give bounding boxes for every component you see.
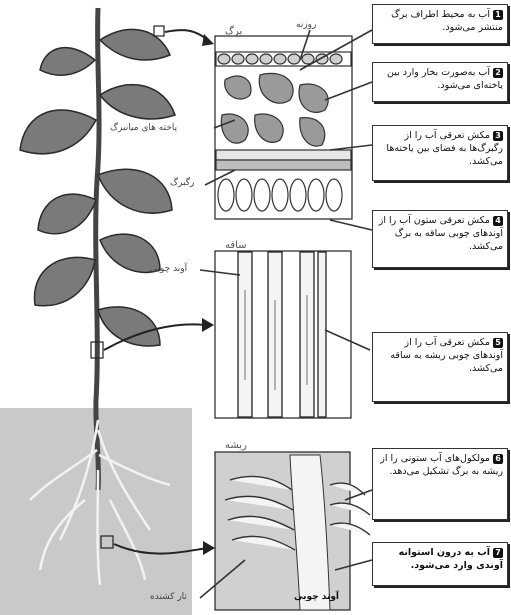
- step-1-text: آب به محیط اطراف برگ منتشر می‌شود.: [391, 9, 503, 33]
- leaf-panel-title: برگ: [225, 26, 242, 37]
- step-2-number: 2: [493, 68, 503, 78]
- step-6-text: مولکول‌های آب ستونی را از ریشه به برگ تش…: [380, 453, 503, 477]
- step-1-callout: 1آب به محیط اطراف برگ منتشر می‌شود.: [372, 4, 508, 44]
- plant-stem: [96, 8, 99, 490]
- root-panel: [215, 452, 350, 610]
- label-root-hair: تار کشنده: [150, 592, 187, 602]
- step-7-number: 7: [493, 548, 503, 558]
- step-2-text: آب به‌صورت بخار وارد بین یاخته‌ای می‌شود…: [387, 67, 503, 91]
- step-4-callout: 4مکش تعرقی ستون آب را از آوندهای چوبی سا…: [372, 210, 508, 268]
- label-mesophyll: یاخته های میانبرگ: [110, 123, 177, 133]
- step-5-number: 5: [493, 338, 503, 348]
- label-vein: رگبرگ: [170, 178, 194, 188]
- label-root-xylem: آوند چوبی: [294, 592, 339, 602]
- step-7-text: آب به درون استوانه آوندی وارد می‌شود.: [399, 547, 503, 571]
- step-7-callout: 7آب به درون استوانه آوندی وارد می‌شود.: [372, 542, 508, 586]
- step-6-number: 6: [493, 454, 503, 464]
- step-1-number: 1: [493, 10, 503, 20]
- stem-panel-title: ساقه: [225, 240, 247, 251]
- step-5-callout: 5مکش تعرقی آب را از آوندهای چوبی ریشه به…: [372, 332, 508, 402]
- stem-panel: [215, 251, 351, 418]
- step-4-number: 4: [493, 216, 503, 226]
- step-3-callout: 3مکش تعرقی آب را از رگبرگ‌ها به فضای بین…: [372, 125, 508, 181]
- label-stomata: روزنه: [296, 20, 316, 30]
- step-4-text: مکش تعرقی ستون آب را از آوندهای چوبی ساق…: [379, 215, 503, 252]
- step-6-callout: 6مولکول‌های آب ستونی را از ریشه به برگ ت…: [372, 448, 508, 520]
- root-panel-title: ریشه: [225, 440, 247, 451]
- step-3-number: 3: [493, 131, 503, 141]
- step-5-text: مکش تعرقی آب را از آوندهای چوبی ریشه به …: [390, 337, 503, 374]
- step-2-callout: 2آب به‌صورت بخار وارد بین یاخته‌ای می‌شو…: [372, 62, 508, 102]
- step-3-text: مکش تعرقی آب را از رگبرگ‌ها به فضای بین …: [386, 130, 503, 167]
- label-xylem: آوند چوبی: [150, 264, 187, 274]
